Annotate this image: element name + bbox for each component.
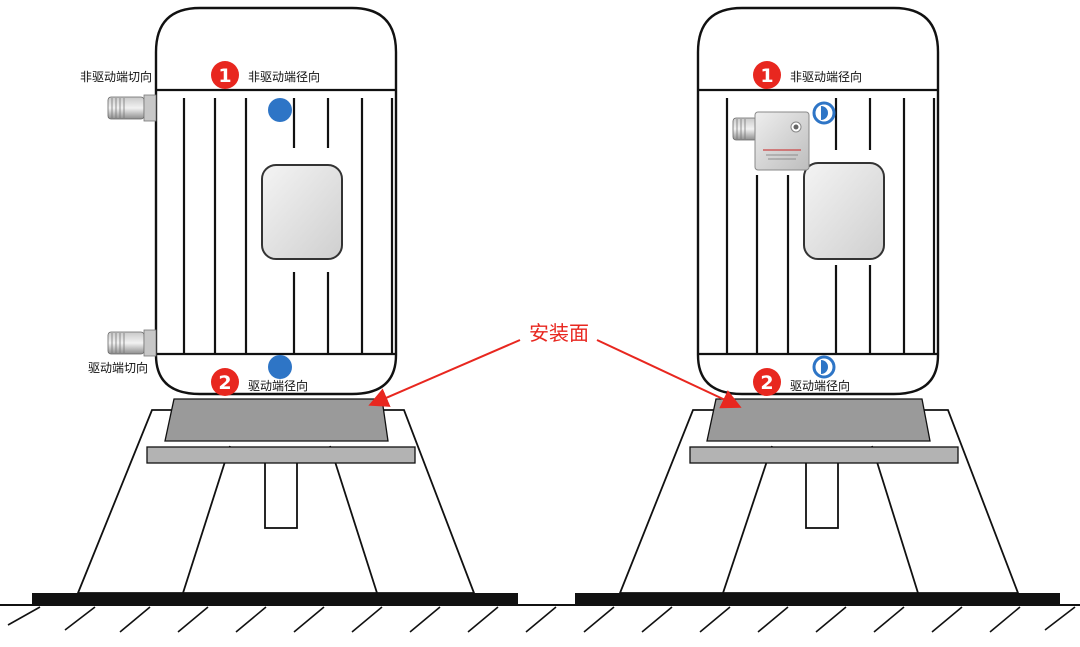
right-mount-plate xyxy=(706,398,931,442)
right-marker-1: 1 xyxy=(753,61,781,89)
right-radial-sensor-marker-top xyxy=(812,101,836,125)
svg-text:2: 2 xyxy=(218,372,231,394)
left-terminal-box xyxy=(261,164,343,260)
callout-arrow-right xyxy=(596,339,742,409)
left-lower-plate xyxy=(146,446,416,464)
left-label-drive-tangential: 驱动端切向 xyxy=(88,360,148,375)
left-label-drive-radial: 驱动端径向 xyxy=(248,378,308,393)
svg-text:1: 1 xyxy=(760,65,773,87)
svg-text:1: 1 xyxy=(218,65,231,87)
right-triaxial-sensor xyxy=(732,111,810,171)
right-terminal-box xyxy=(803,162,885,260)
right-motor: 1 2 非驱动端径向 驱动端径向 xyxy=(618,6,1020,594)
right-label-non-drive-radial: 非驱动端径向 xyxy=(790,69,862,84)
svg-text:2: 2 xyxy=(760,372,773,394)
callout-arrow-left xyxy=(368,339,521,407)
left-label-non-drive-radial: 非驱动端径向 xyxy=(248,69,320,84)
left-tangential-sensor-bottom xyxy=(107,329,157,357)
left-label-non-drive-tangential: 非驱动端切向 xyxy=(80,69,152,84)
left-marker-1: 1 xyxy=(211,61,239,89)
left-radial-sensor-dot-top xyxy=(268,98,292,122)
left-marker-2: 2 xyxy=(211,368,239,396)
left-mount-plate xyxy=(164,398,389,442)
ground xyxy=(0,593,1080,633)
left-radial-sensor-dot-bottom xyxy=(268,355,292,379)
mount-surface-callout: 安装面 xyxy=(368,321,742,409)
right-lower-plate xyxy=(689,446,959,464)
right-marker-2: 2 xyxy=(753,368,781,396)
left-tangential-sensor-top xyxy=(107,94,157,122)
mount-surface-label: 安装面 xyxy=(529,321,589,345)
right-label-drive-radial: 驱动端径向 xyxy=(790,378,850,393)
right-radial-sensor-marker-bottom xyxy=(812,355,836,379)
left-motor: 1 2 非驱动端切向 驱动端切向 非驱动端径向 驱动端径向 xyxy=(76,6,476,594)
